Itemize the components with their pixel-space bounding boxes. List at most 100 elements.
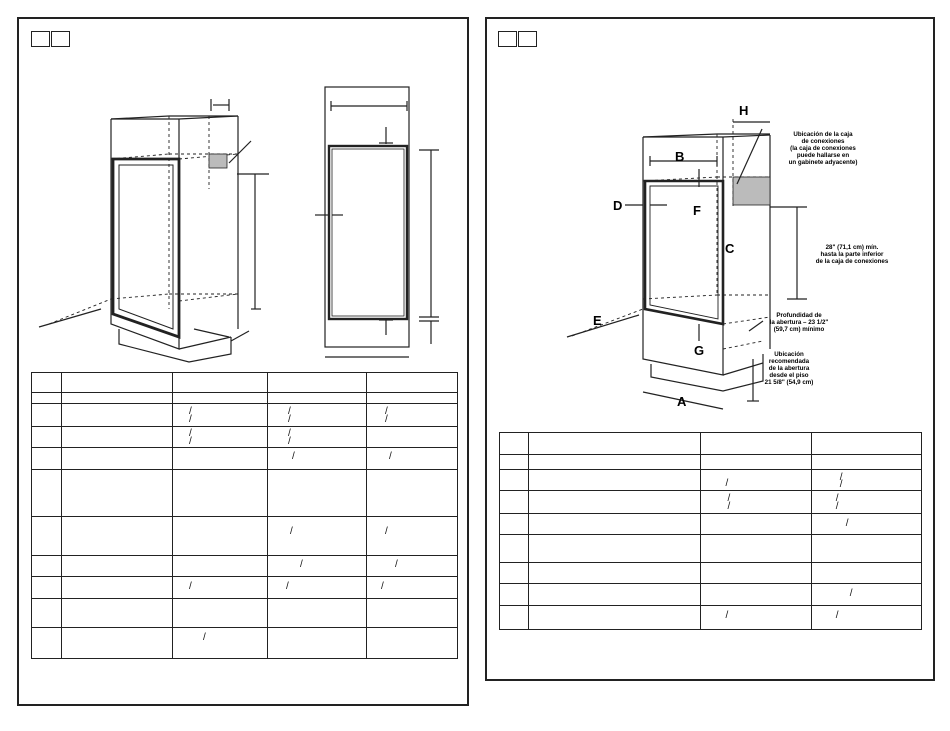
table-cell — [267, 392, 367, 404]
table-cell — [700, 534, 812, 563]
fraction-slash: / — [189, 414, 192, 425]
fraction-slash: / — [203, 632, 206, 643]
fraction-slash: / — [839, 479, 843, 490]
table-cell — [31, 555, 62, 577]
fraction-slash: / — [725, 478, 729, 489]
note-min-height: 28" (71,1 cm) mín. hasta la parte inferi… — [816, 244, 889, 265]
svg-text:Ubicación de la caja: Ubicación de la caja — [793, 131, 853, 138]
fraction-slash: / — [395, 559, 398, 570]
table-cell: / — [267, 516, 367, 556]
table-row: // — [31, 516, 458, 556]
fraction-slash: / — [189, 436, 192, 447]
fraction-slash: / — [727, 493, 731, 504]
fraction-slash: / — [381, 581, 384, 592]
svg-text:(la caja de conexiones: (la caja de conexiones — [790, 145, 856, 152]
left-page: //////////////////// — [17, 17, 469, 706]
svg-text:28" (71,1 cm) mín.: 28" (71,1 cm) mín. — [826, 244, 879, 251]
table-cell — [498, 562, 530, 584]
table-cell — [61, 516, 173, 556]
table-cell — [61, 627, 173, 659]
table-cell — [498, 432, 530, 455]
table-cell — [528, 583, 702, 606]
table-cell — [528, 432, 702, 455]
table-cell — [267, 469, 367, 517]
svg-text:de la abertura: de la abertura — [769, 365, 810, 372]
fraction-slash: / — [835, 501, 839, 512]
table-cell: / — [366, 447, 458, 470]
table-row — [498, 432, 923, 455]
svg-text:21 5/8" (54,9 cm): 21 5/8" (54,9 cm) — [765, 379, 814, 386]
table-cell — [498, 513, 530, 535]
table-row: ////// — [31, 403, 458, 427]
table-cell — [810, 454, 923, 470]
tab-box — [498, 31, 517, 47]
note-depth: Profundidad de la abertura – 23 1/2" (59… — [770, 312, 829, 333]
table-row: // — [31, 555, 458, 577]
fraction-slash: / — [725, 610, 729, 621]
table-cell — [172, 516, 268, 556]
tab-box — [51, 31, 70, 47]
fraction-slash: / — [835, 610, 839, 621]
table-cell — [172, 392, 268, 404]
svg-text:un gabinete adyacente): un gabinete adyacente) — [789, 159, 858, 166]
table-row — [498, 534, 923, 563]
table-row — [498, 454, 923, 470]
dim-label-b: B — [675, 149, 684, 164]
fraction-slash: / — [189, 428, 192, 439]
table-cell: // — [366, 403, 458, 427]
table-row: //// — [498, 490, 923, 514]
table-cell — [498, 605, 530, 630]
fraction-slash: / — [300, 559, 303, 570]
table-cell — [61, 447, 173, 470]
table-cell: / — [366, 555, 458, 577]
tab-box — [518, 31, 537, 47]
table-cell — [498, 534, 530, 563]
cabinet-diagram-left — [38, 86, 439, 363]
fraction-slash: / — [727, 501, 731, 512]
table-cell — [31, 598, 62, 628]
table-cell: / — [267, 576, 367, 599]
table-cell — [31, 403, 62, 427]
table-cell — [31, 516, 62, 556]
dim-label-a: A — [677, 394, 687, 409]
table-cell — [267, 598, 367, 628]
fraction-slash: / — [385, 414, 388, 425]
spec-table-right: /////////// — [498, 432, 923, 630]
fraction-slash: / — [835, 493, 839, 504]
table-cell — [528, 513, 702, 535]
dim-label-h: H — [739, 103, 748, 118]
fraction-slash: / — [288, 428, 291, 439]
table-cell — [528, 562, 702, 584]
note-junction-box: Ubicación de la caja de conexiones (la c… — [789, 131, 858, 166]
fraction-slash: / — [288, 406, 291, 417]
table-cell — [528, 469, 702, 491]
svg-text:Profundidad de: Profundidad de — [776, 312, 822, 319]
fraction-slash: / — [286, 581, 289, 592]
svg-text:(59,7 cm) mínimo: (59,7 cm) mínimo — [774, 326, 825, 333]
table-cell: / — [172, 627, 268, 659]
table-row: / — [498, 513, 923, 535]
table-cell: // — [810, 469, 923, 491]
table-cell: // — [267, 426, 367, 448]
table-cell: / — [366, 576, 458, 599]
table-cell — [366, 598, 458, 628]
table-cell — [700, 513, 812, 535]
table-cell: // — [267, 403, 367, 427]
table-row: //// — [31, 426, 458, 448]
table-cell — [498, 583, 530, 606]
page-tabs-right — [498, 31, 538, 47]
table-cell — [61, 576, 173, 599]
table-cell — [528, 534, 702, 563]
table-cell — [366, 469, 458, 517]
table-cell — [31, 447, 62, 470]
dim-label-c: C — [725, 241, 735, 256]
note-floor: Ubicación recomendada de la abertura des… — [765, 351, 814, 386]
fraction-slash: / — [290, 526, 293, 537]
table-cell — [172, 469, 268, 517]
cabinet-diagram-right: H B F D C E G A Ubicación de la caja de … — [566, 103, 889, 410]
table-cell — [172, 447, 268, 470]
table-cell — [700, 454, 812, 470]
svg-text:recomendada: recomendada — [769, 358, 810, 365]
fraction-slash: / — [288, 436, 291, 447]
table-row — [31, 372, 458, 393]
